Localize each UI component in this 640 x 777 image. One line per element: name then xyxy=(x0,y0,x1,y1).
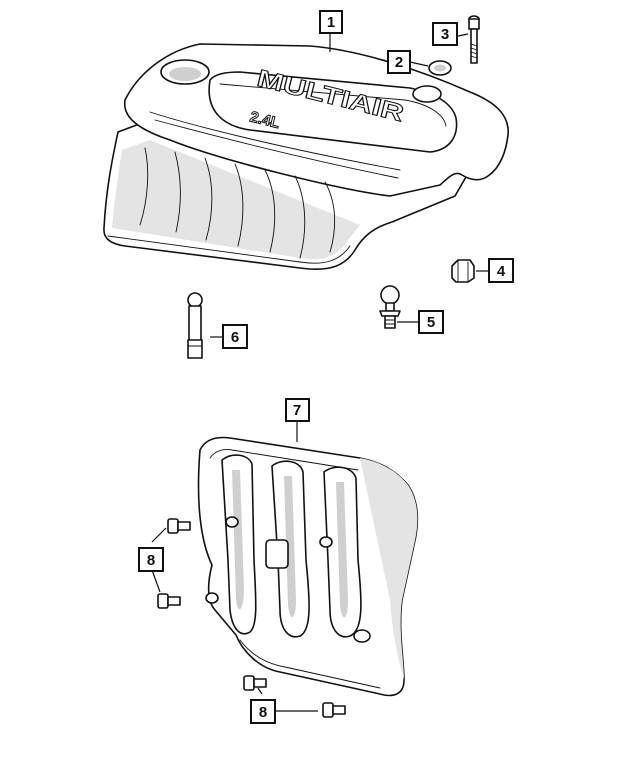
grommet xyxy=(428,60,452,76)
callout-7: 7 xyxy=(285,398,310,422)
svg-text:4: 4 xyxy=(497,263,506,280)
leader-lines xyxy=(151,33,488,712)
svg-text:5: 5 xyxy=(427,314,435,331)
callout-8-left: 8 xyxy=(138,547,164,572)
retainer-nut xyxy=(451,259,475,283)
short-bolt-lower-left xyxy=(157,593,181,609)
callout-6: 6 xyxy=(222,324,248,349)
svg-text:3: 3 xyxy=(441,26,449,43)
short-bolt-bottom-right xyxy=(322,702,346,718)
short-bolt-upper-left xyxy=(167,518,191,534)
engine-cover: MULTIAIR 2.4L xyxy=(103,43,509,270)
callout-5: 5 xyxy=(418,310,444,334)
long-bolt xyxy=(468,15,480,64)
svg-text:8: 8 xyxy=(147,552,155,569)
callout-4: 4 xyxy=(488,258,514,283)
heat-shield xyxy=(197,436,419,697)
callout-8-bottom: 8 xyxy=(250,699,276,724)
callout-2: 2 xyxy=(387,50,411,74)
svg-text:2: 2 xyxy=(395,54,403,71)
pin-stud xyxy=(187,292,203,359)
svg-text:1: 1 xyxy=(327,14,335,31)
callout-1: 1 xyxy=(319,10,343,34)
short-bolt-bottom-left xyxy=(243,675,267,691)
ball-stud xyxy=(379,285,401,329)
callout-3: 3 xyxy=(432,22,458,46)
svg-text:6: 6 xyxy=(231,329,239,346)
svg-text:7: 7 xyxy=(293,402,301,419)
svg-text:8: 8 xyxy=(259,704,267,721)
